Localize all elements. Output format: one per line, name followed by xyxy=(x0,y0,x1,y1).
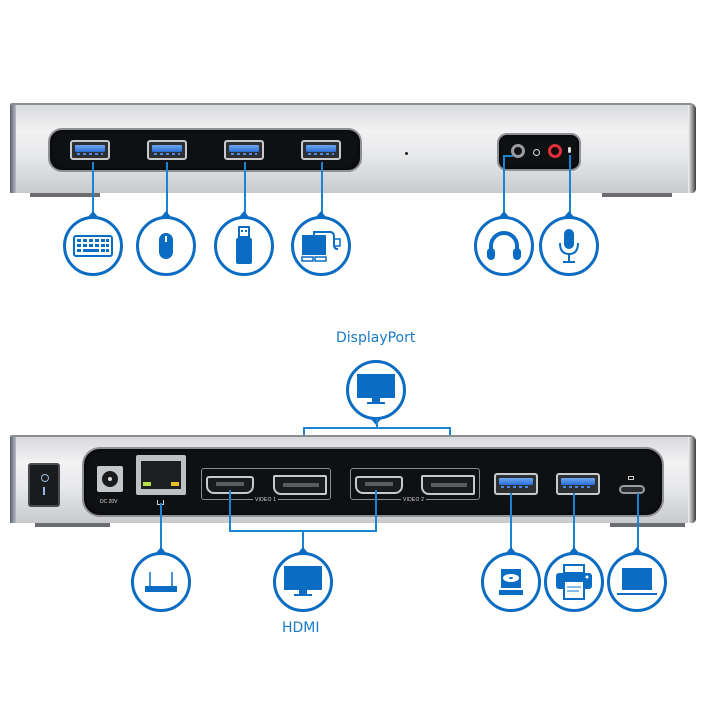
mouse-device-circle xyxy=(136,211,196,276)
mouse-icon xyxy=(159,233,173,259)
dc-power-input[interactable] xyxy=(97,466,123,492)
keyboard-icon xyxy=(73,235,113,257)
headphone-jack[interactable] xyxy=(511,144,525,158)
connector-line xyxy=(510,493,512,553)
hdmi-caption: HDMI xyxy=(282,620,320,636)
power-switch[interactable] xyxy=(28,463,60,507)
headphone-symbol xyxy=(533,149,540,156)
status-led xyxy=(405,152,408,155)
laptop-device-circle xyxy=(607,547,667,612)
headphones-device-circle xyxy=(474,211,534,276)
microphone-icon xyxy=(559,229,579,263)
connector-line xyxy=(375,490,377,531)
displayport-monitor-circle xyxy=(346,360,406,420)
dock-front-foot-right xyxy=(602,193,672,197)
printer-icon xyxy=(556,564,592,600)
video-1-label: VIDEO 1 xyxy=(253,497,279,503)
front-usb-port-4[interactable] xyxy=(301,140,341,160)
displayport-port-2[interactable] xyxy=(421,475,475,495)
displayport-monitor-icon xyxy=(357,374,395,404)
hdmi-port-2[interactable] xyxy=(355,476,403,494)
front-usb-port-3[interactable] xyxy=(224,140,264,160)
ethernet-led-green xyxy=(143,482,151,486)
front-usb-port-1[interactable] xyxy=(70,140,110,160)
router-device-circle xyxy=(131,547,191,612)
headphones-icon xyxy=(487,231,521,260)
dock-rear-right-edge xyxy=(688,437,696,523)
microphone-jack[interactable] xyxy=(548,144,562,158)
connector-line xyxy=(303,427,450,429)
displayport-caption: DisplayPort xyxy=(336,330,416,346)
connector-line xyxy=(244,162,246,217)
displayport-port-1[interactable] xyxy=(273,475,327,495)
hdmi-monitor-circle xyxy=(273,547,333,612)
hdmi-port-1[interactable] xyxy=(206,476,254,494)
connector-line xyxy=(160,503,162,553)
connector-line xyxy=(569,155,571,217)
laptop-icon xyxy=(617,568,657,595)
rear-usb-port-1[interactable] xyxy=(494,473,538,495)
ethernet-port[interactable] xyxy=(136,455,186,495)
dock-rear-foot-left xyxy=(35,523,110,527)
dock-front-right-edge xyxy=(688,105,696,193)
video-2-label: VIDEO 2 xyxy=(401,497,427,503)
dock-front-left-edge xyxy=(10,105,16,193)
dc-jack-pin xyxy=(108,477,112,481)
connector-line xyxy=(302,530,304,552)
laptop-symbol xyxy=(628,476,634,480)
connector-line xyxy=(573,493,575,553)
dc-input-label: DC 20V xyxy=(100,499,118,505)
external-drive-device-circle xyxy=(291,211,351,276)
usb-flash-drive-icon xyxy=(236,226,252,264)
usb-c-host-port[interactable] xyxy=(619,485,645,494)
connector-line xyxy=(166,162,168,217)
hdmi-monitor-icon xyxy=(284,566,322,596)
rear-usb-port-2[interactable] xyxy=(556,473,600,495)
keyboard-device-circle xyxy=(63,211,123,276)
microphone-device-circle xyxy=(539,211,599,276)
connector-line xyxy=(229,490,231,531)
front-audio-panel xyxy=(497,133,581,171)
connector-line xyxy=(376,418,378,428)
printer-device-circle xyxy=(544,547,604,612)
connector-line xyxy=(321,162,323,217)
flash-drive-device-circle xyxy=(214,211,274,276)
drive-device-circle xyxy=(481,547,541,612)
connector-line xyxy=(637,493,639,553)
dock-rear-foot-right xyxy=(610,523,685,527)
front-usb-port-2[interactable] xyxy=(147,140,187,160)
router-icon xyxy=(145,572,177,592)
power-off-symbol xyxy=(41,474,49,482)
drive-disc-icon xyxy=(499,569,523,595)
power-on-symbol xyxy=(43,487,45,495)
connector-line xyxy=(503,155,505,217)
external-drive-icon xyxy=(301,231,341,262)
connector-line xyxy=(92,162,94,217)
dock-rear-left-edge xyxy=(10,437,16,523)
dock-front-foot-left xyxy=(30,193,100,197)
mic-symbol xyxy=(568,147,571,153)
connector-line xyxy=(503,155,513,157)
ethernet-led-amber xyxy=(171,482,179,486)
